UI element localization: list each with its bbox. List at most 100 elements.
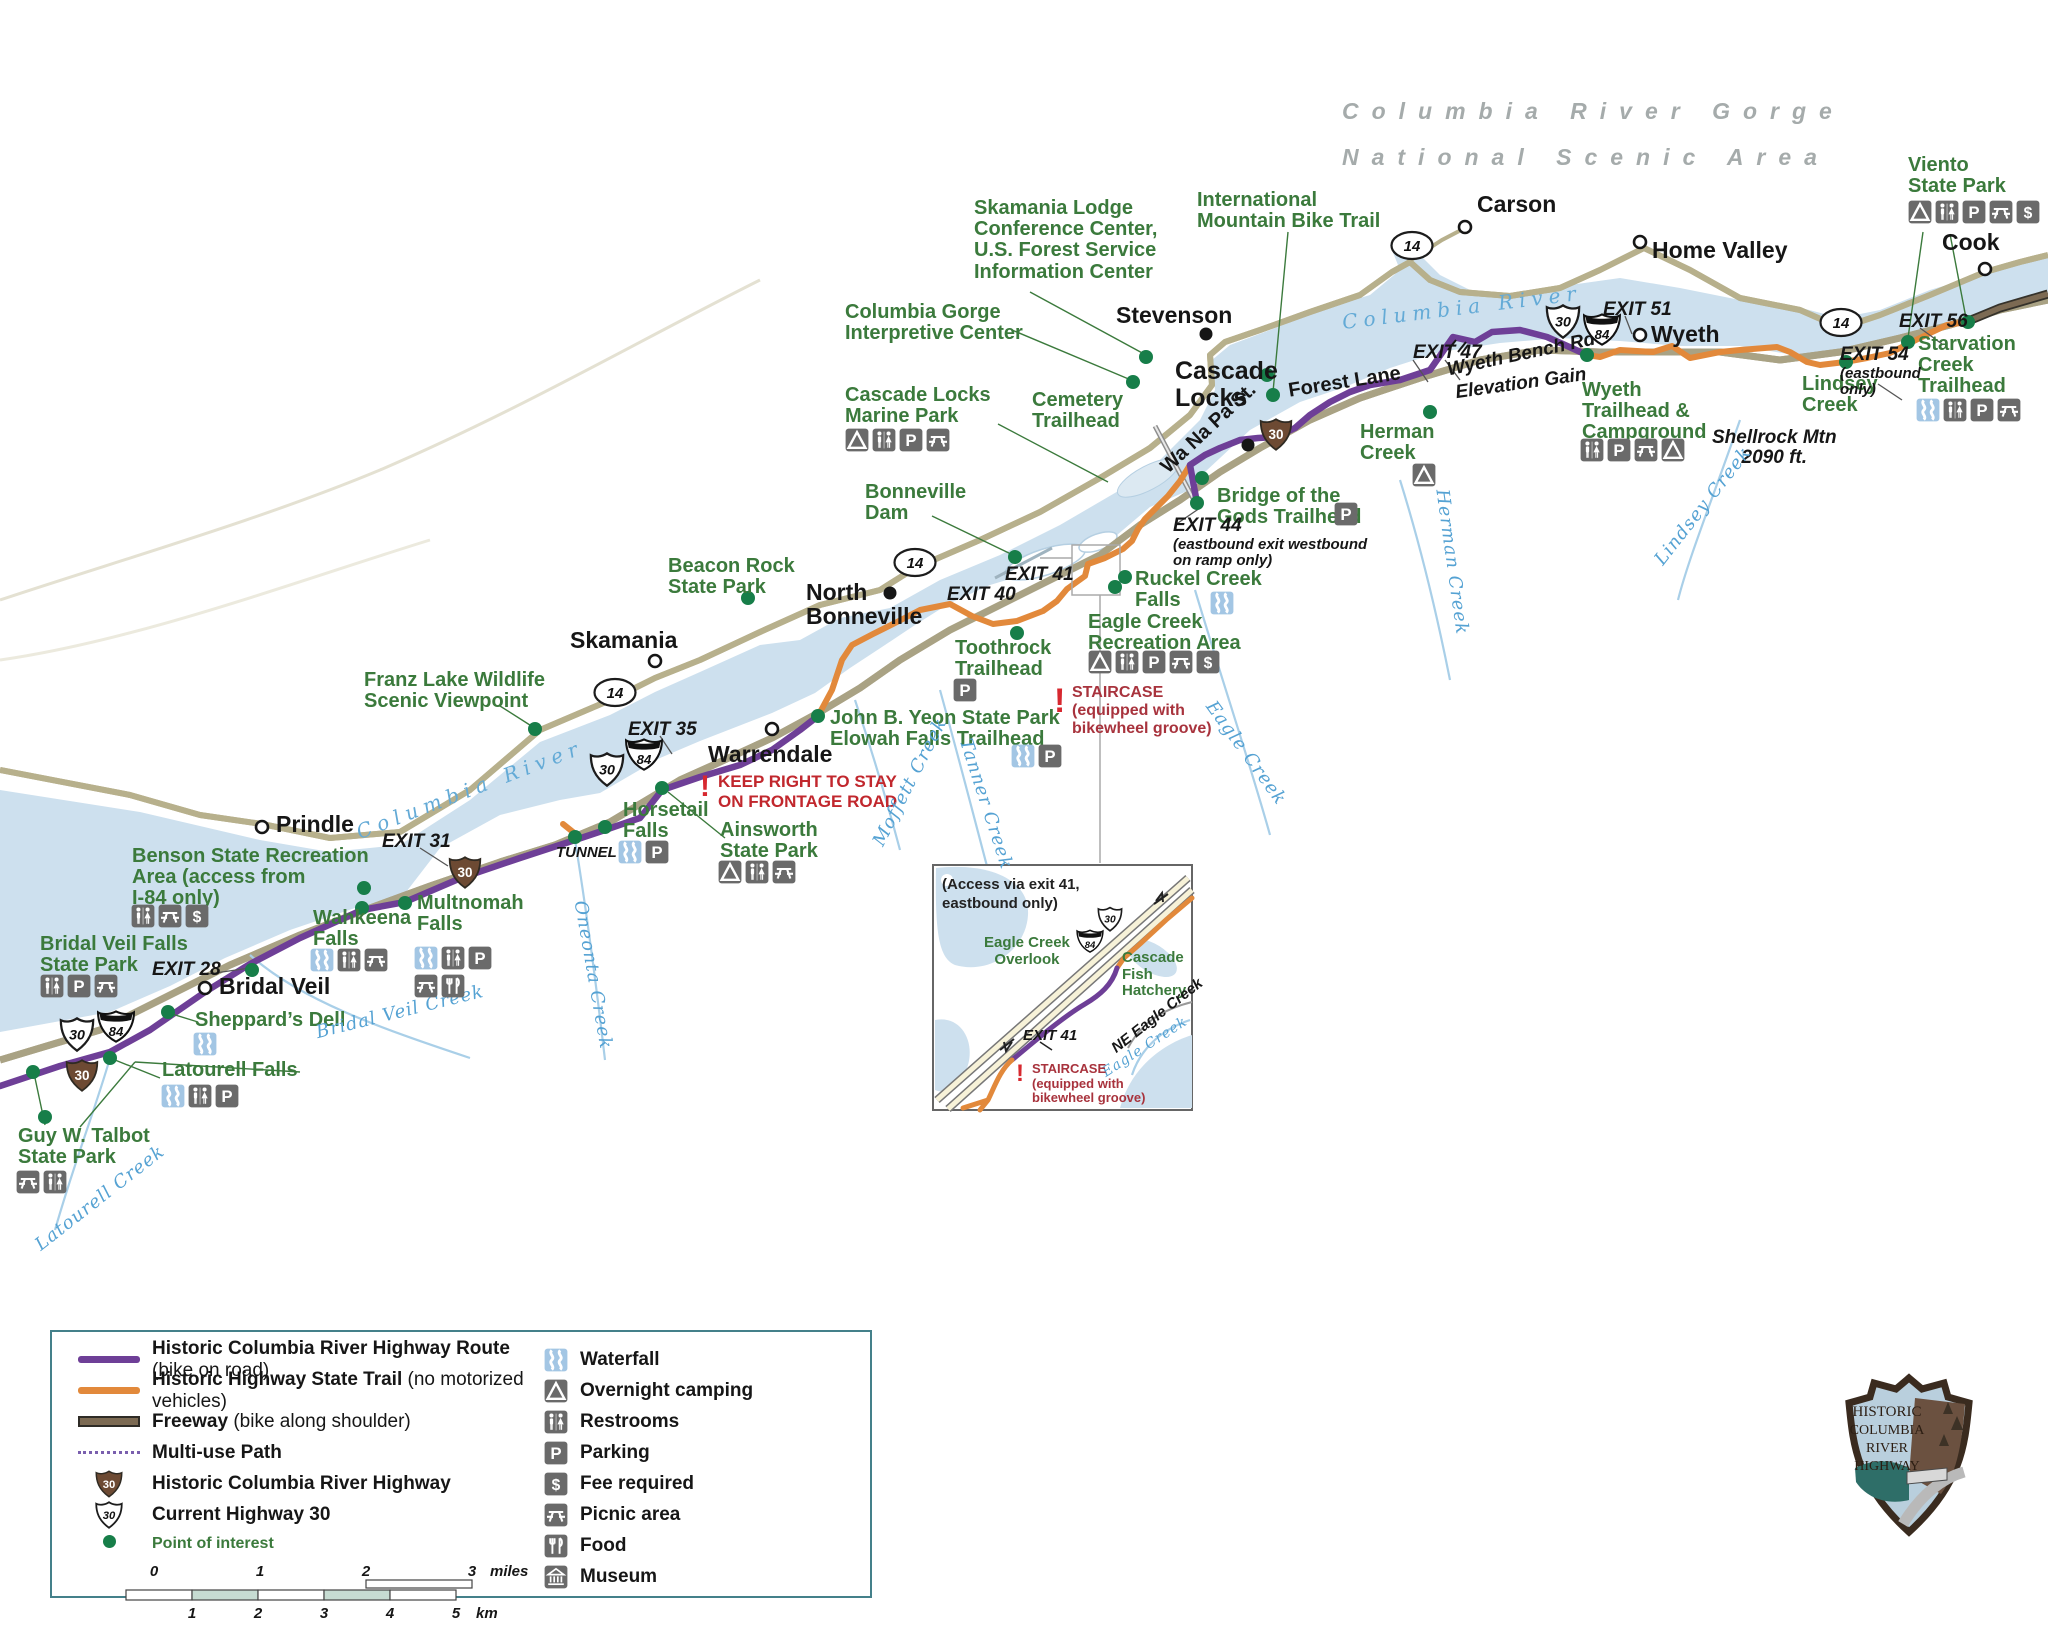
- poi-dot[interactable]: [1961, 315, 1975, 329]
- restrooms-icon: [441, 946, 465, 970]
- picnic-icon: [1989, 200, 2013, 224]
- poi-dot[interactable]: [741, 591, 755, 605]
- legend-symbol-label-fee: Fee required: [580, 1472, 695, 1494]
- poi-dot[interactable]: [355, 901, 369, 915]
- inset-orange-trail-lower[interactable]: [960, 1057, 1015, 1113]
- restrooms-icon: [131, 904, 155, 928]
- hcrh-route-purple-west[interactable]: [0, 712, 822, 1090]
- inset-label-cascade-fish-hatchery: Cascade Fish Hatchery: [1122, 949, 1187, 999]
- place-label-ruckel-creek: Ruckel Creek Falls: [1135, 568, 1262, 612]
- city-marker-warrendale[interactable]: [764, 721, 780, 737]
- place-label-john-b-yeon: John B. Yeon State Park Elowah Falls Tra…: [830, 707, 1060, 751]
- picnic-icon: [1634, 438, 1658, 462]
- poi-dot[interactable]: [528, 722, 542, 736]
- poi-dot[interactable]: [1118, 570, 1132, 584]
- poi-dot[interactable]: [1266, 388, 1280, 402]
- shield-wa14-b: 14: [1818, 307, 1864, 344]
- poi-dot[interactable]: [357, 881, 371, 895]
- parking-icon: P: [468, 946, 492, 970]
- restrooms-icon: [188, 1084, 212, 1108]
- city-marker-wyeth[interactable]: [1632, 327, 1648, 343]
- poi-dot[interactable]: [1580, 348, 1594, 362]
- city-marker-bridal-veil[interactable]: [197, 980, 213, 996]
- legend-row-multi-use: Multi-use Path: [66, 1437, 536, 1468]
- legend-symbol-fee: $ Fee required: [536, 1468, 860, 1499]
- poi-dot[interactable]: [568, 830, 582, 844]
- freeway-brown[interactable]: [1964, 291, 2048, 325]
- inset-purple-route[interactable]: [1009, 965, 1120, 1063]
- poi-dot[interactable]: [38, 1110, 52, 1124]
- exit-leader-line: [207, 967, 251, 975]
- poi-dot[interactable]: [1423, 405, 1437, 419]
- parking-icon: P: [1142, 650, 1166, 674]
- ainsworth-icons: [718, 860, 796, 884]
- poi-dot[interactable]: [161, 1005, 175, 1019]
- leader-line: [931, 515, 1014, 556]
- city-marker-north-bonneville[interactable]: [883, 586, 897, 600]
- poi-dot[interactable]: [598, 820, 612, 834]
- leader-line: [1029, 291, 1147, 356]
- legend-symbol-restrooms: Restrooms: [536, 1406, 860, 1437]
- parking-icon: P: [1038, 744, 1062, 768]
- poi-dot[interactable]: [26, 1065, 40, 1079]
- leader-line: [1949, 233, 1967, 319]
- benson-icons: $: [131, 904, 209, 928]
- warning-staircase-main: STAIRCASE (equipped with bikewheel groov…: [1072, 684, 1212, 737]
- city-marker-carson[interactable]: [1457, 219, 1473, 235]
- poi-dot[interactable]: [398, 896, 412, 910]
- poi-dot[interactable]: [811, 709, 825, 723]
- svg-text:$: $: [552, 1477, 561, 1494]
- poi-dot[interactable]: [1839, 355, 1853, 369]
- marsh: [1116, 458, 1180, 498]
- poi-dot[interactable]: [1108, 580, 1122, 594]
- picnic-icon: [414, 974, 438, 998]
- city-marker-stevenson[interactable]: [1199, 327, 1213, 341]
- city-marker-cascade-locks[interactable]: [1241, 438, 1255, 452]
- city-marker-cook[interactable]: [1977, 261, 1993, 277]
- parking-icon: P: [1334, 502, 1358, 526]
- poi-dot[interactable]: [655, 781, 669, 795]
- svg-text:30: 30: [103, 1478, 116, 1490]
- inset-orange-trail-upper[interactable]: [1114, 895, 1195, 971]
- city-label-cook: Cook: [1942, 229, 2000, 255]
- city-marker-home-valley[interactable]: [1632, 234, 1648, 250]
- picnic-icon: [1997, 398, 2021, 422]
- inset-map[interactable]: [932, 864, 1195, 1113]
- inset-label-inset-exit-41: EXIT 41: [1023, 1027, 1078, 1044]
- city-marker-skamania[interactable]: [647, 653, 663, 669]
- place-label-interpretive-center: Columbia Gorge Interpretive Center: [845, 301, 1023, 345]
- poi-dot[interactable]: [1195, 471, 1209, 485]
- svg-text:P: P: [651, 843, 662, 862]
- poi-dot[interactable]: [103, 1051, 117, 1065]
- svg-text:P: P: [550, 1444, 561, 1463]
- waterfall-icon: [1210, 591, 1234, 615]
- poi-dot[interactable]: [245, 963, 259, 977]
- svg-text:1: 1: [256, 1563, 264, 1580]
- city-marker-prindle[interactable]: [254, 819, 270, 835]
- legend-symbol-camping: Overnight camping: [536, 1375, 860, 1406]
- food-icon: [544, 1534, 568, 1558]
- svg-text:3: 3: [320, 1605, 329, 1622]
- water-label-herman-creek-blue: Herman Creek: [1431, 487, 1473, 637]
- poi-dot[interactable]: [1008, 550, 1022, 564]
- poi-dot[interactable]: [1260, 368, 1274, 382]
- picnic-icon: [1169, 650, 1193, 674]
- logo-line-3: RIVER: [1866, 1441, 1909, 1456]
- city-label-bridal-veil: Bridal Veil: [219, 973, 331, 999]
- poi-dot[interactable]: [1901, 335, 1915, 349]
- poi-dot[interactable]: [1190, 496, 1204, 510]
- state-trail-orange[interactable]: [815, 462, 1193, 719]
- white30-swatch: 30: [66, 1500, 152, 1530]
- waterfall-icon: [161, 1084, 185, 1108]
- latourell-icons: P: [161, 1084, 239, 1108]
- city-label-home-valley: Home Valley: [1652, 237, 1788, 263]
- exit-leader-line: [1444, 359, 1461, 381]
- svg-text:30: 30: [74, 1068, 89, 1083]
- poi-dot[interactable]: [1126, 375, 1140, 389]
- poi-dot[interactable]: [1139, 350, 1153, 364]
- poi-dot[interactable]: [1010, 626, 1024, 640]
